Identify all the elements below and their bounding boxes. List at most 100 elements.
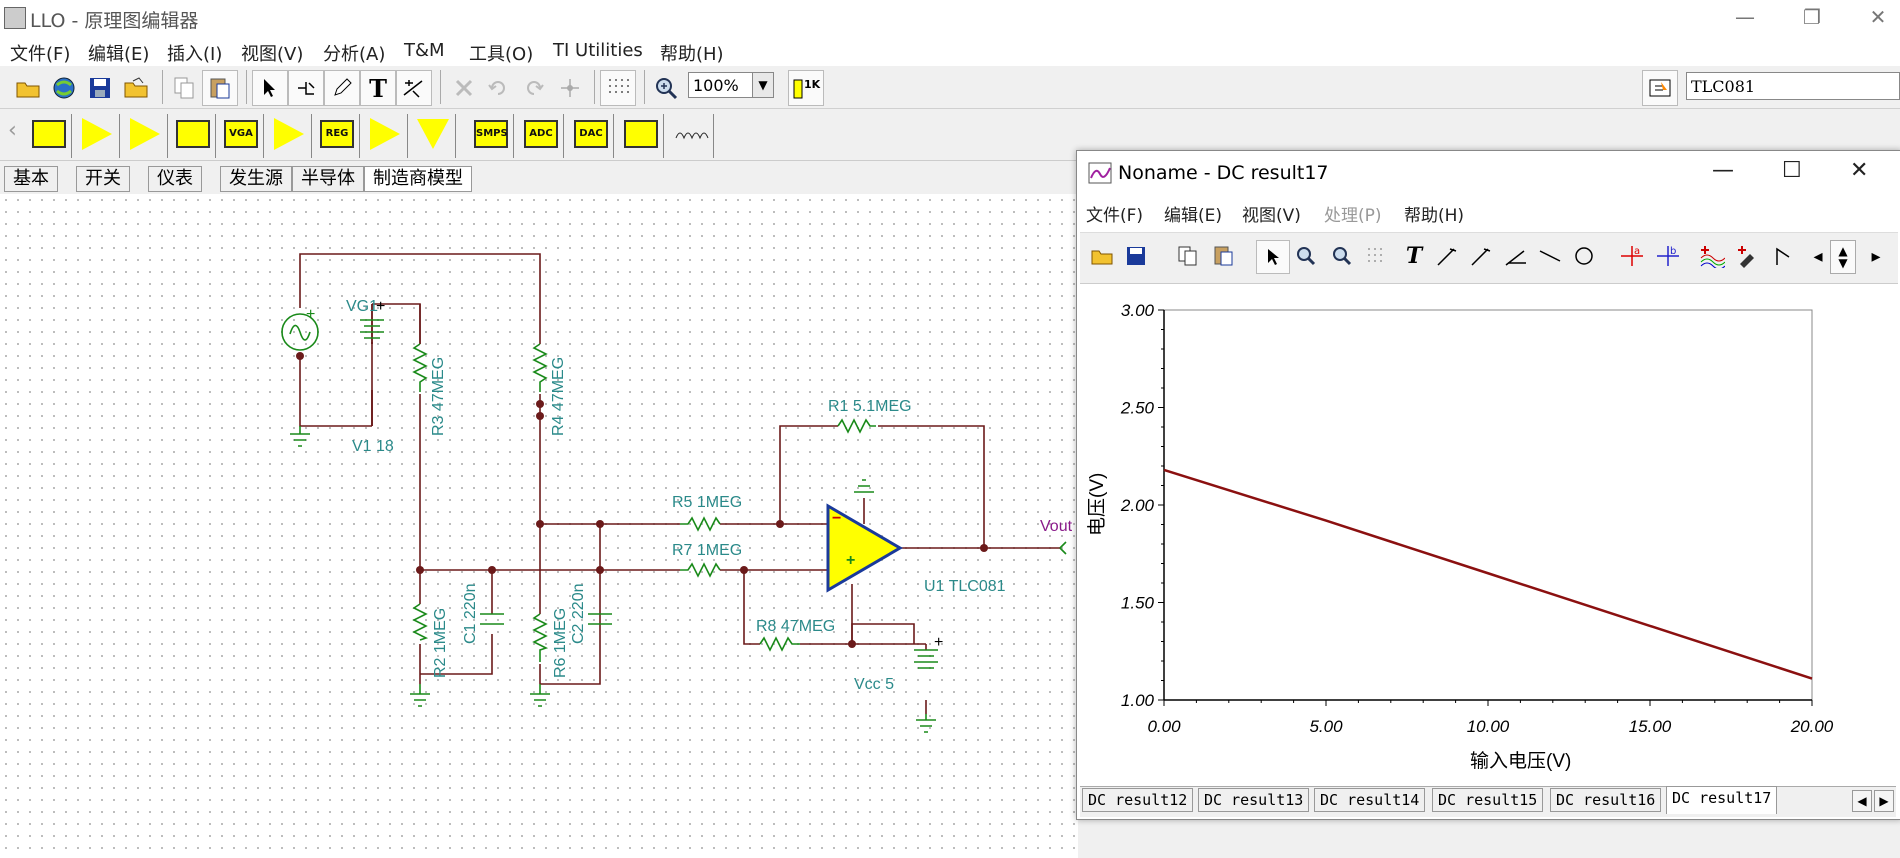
menu-insert[interactable]: 插入(I) [167, 44, 223, 65]
palette-item-inductor[interactable] [670, 114, 714, 158]
minimize-button[interactable]: — [1735, 5, 1755, 29]
curve-marker-icon[interactable] [1466, 240, 1498, 272]
x-tick-label: 0.00 [1147, 717, 1181, 736]
probe-icon[interactable] [1732, 240, 1764, 272]
palette-item-8[interactable] [364, 114, 408, 158]
pointer-icon[interactable] [1256, 240, 1290, 274]
wire-icon[interactable] [288, 70, 324, 106]
paste-icon[interactable] [202, 70, 238, 106]
text-icon[interactable]: T [360, 70, 396, 106]
open-icon[interactable] [1086, 240, 1118, 272]
palette-item-2[interactable] [76, 114, 120, 158]
menu-tools[interactable]: 工具(O) [469, 44, 534, 65]
line-icon[interactable] [1534, 240, 1566, 272]
line-icon[interactable] [396, 70, 432, 106]
dc-close-button[interactable]: ✕ [1850, 158, 1869, 183]
dc-menu-help[interactable]: 帮助(H) [1404, 206, 1465, 226]
dc-menu-file[interactable]: 文件(F) [1086, 206, 1144, 226]
tab-sources[interactable]: 发生源 [220, 166, 292, 192]
copy-icon[interactable] [166, 70, 202, 106]
cursor-b-icon[interactable]: b [1652, 240, 1684, 272]
scroll-left-icon[interactable]: ◂ [1813, 245, 1823, 267]
palette-item-chip[interactable] [620, 114, 664, 158]
palette-item-4[interactable] [172, 114, 216, 158]
open-icon[interactable] [10, 70, 46, 106]
palette-item-vga[interactable]: VGA [220, 114, 264, 158]
tab-dc-result16[interactable]: DC result16 [1550, 788, 1662, 812]
open-file-icon[interactable] [118, 70, 154, 106]
pointer-icon[interactable] [252, 70, 288, 106]
tab-scroll-right-icon[interactable]: ▶ [1874, 790, 1894, 812]
tab-manufacturer-models[interactable]: 制造商模型 [364, 166, 472, 192]
web-icon[interactable] [46, 70, 82, 106]
tab-basic[interactable]: 基本 [4, 166, 58, 192]
dc-menu-view[interactable]: 视图(V) [1242, 206, 1301, 226]
tab-dc-result14[interactable]: DC result14 [1314, 788, 1426, 812]
schematic-canvas[interactable]: VG1 + + V1 18 R3 47MEG R4 47MEG R1 5.1ME… [0, 194, 1078, 858]
curve-marker-icon[interactable] [1432, 240, 1464, 272]
y-tick-label: 2.50 [1120, 399, 1155, 418]
part-search-input[interactable]: TLC081 [1686, 72, 1900, 100]
dc-menu-process[interactable]: 处理(P) [1324, 206, 1382, 226]
zoom-icon[interactable] [648, 70, 684, 106]
tab-dc-result12[interactable]: DC result12 [1082, 788, 1194, 812]
menu-ti-utilities[interactable]: TI Utilities [553, 40, 643, 61]
junction-icon[interactable] [552, 70, 588, 106]
palette-item-9[interactable] [412, 114, 456, 158]
add-curve-icon[interactable] [1696, 240, 1728, 272]
chip-icon [624, 120, 658, 148]
pencil-icon[interactable] [324, 70, 360, 106]
menu-view[interactable]: 视图(V) [241, 44, 304, 65]
axis-icon[interactable] [1768, 240, 1800, 272]
circle-icon[interactable] [1568, 240, 1600, 272]
grid-icon[interactable] [600, 70, 636, 106]
text-icon[interactable]: T [1405, 243, 1423, 269]
palette-item-1[interactable] [28, 114, 72, 158]
tab-dc-result17[interactable]: DC result17 [1666, 786, 1778, 814]
close-button[interactable]: ✕ [1869, 5, 1887, 29]
palette-item-dac[interactable]: DAC [570, 114, 614, 158]
menu-tm[interactable]: T&M [404, 40, 445, 61]
cursor-a-icon[interactable]: a [1616, 240, 1648, 272]
copy-icon[interactable] [1172, 240, 1204, 272]
grid-icon[interactable] [1360, 240, 1392, 272]
svg-text:b: b [1670, 246, 1676, 257]
y-tick-label: 1.50 [1121, 594, 1155, 613]
palette-item-reg[interactable]: REG [316, 114, 360, 158]
menu-help[interactable]: 帮助(H) [660, 44, 724, 65]
formula-icon[interactable] [1500, 240, 1532, 272]
save-icon[interactable] [82, 70, 118, 106]
menu-edit[interactable]: 编辑(E) [88, 44, 150, 65]
zoom-in-icon[interactable] [1290, 240, 1322, 272]
chevron-left-icon[interactable]: ‹ [8, 118, 17, 143]
tab-scroll-left-icon[interactable]: ◀ [1852, 790, 1872, 812]
tab-meters[interactable]: 仪表 [148, 166, 202, 192]
tab-dc-result15[interactable]: DC result15 [1432, 788, 1544, 812]
restore-button[interactable]: ❐ [1803, 5, 1821, 29]
dc-menu-edit[interactable]: 编辑(E) [1164, 206, 1223, 226]
dc-maximize-button[interactable]: ☐ [1782, 158, 1802, 183]
palette-item-6[interactable] [268, 114, 312, 158]
tab-switches[interactable]: 开关 [76, 166, 130, 192]
paste-icon[interactable] [1208, 240, 1240, 272]
tab-dc-result13[interactable]: DC result13 [1198, 788, 1310, 812]
save-icon[interactable] [1120, 240, 1152, 272]
zoom-100-icon[interactable] [1326, 240, 1358, 272]
scroll-right-icon[interactable]: ▸ [1871, 245, 1881, 267]
dc-minimize-button[interactable]: — [1712, 158, 1734, 183]
tab-semiconductors[interactable]: 半导体 [292, 166, 364, 192]
dac-icon: DAC [574, 120, 608, 148]
chevron-down-icon[interactable]: ▼ [752, 73, 773, 97]
palette-item-3[interactable] [124, 114, 168, 158]
delete-icon[interactable] [446, 70, 482, 106]
palette-item-adc[interactable]: ADC [520, 114, 564, 158]
redo-icon[interactable] [516, 70, 552, 106]
ruler-1k-icon[interactable]: 1K [788, 70, 824, 106]
pointer-hand-icon[interactable] [1642, 70, 1678, 106]
scroll-updown-icon[interactable]: ▲▼ [1830, 240, 1856, 274]
palette-item-smps[interactable]: SMPS [470, 114, 514, 158]
menu-file[interactable]: 文件(F) [10, 44, 71, 65]
undo-icon[interactable] [480, 70, 516, 106]
menu-analysis[interactable]: 分析(A) [323, 44, 386, 65]
